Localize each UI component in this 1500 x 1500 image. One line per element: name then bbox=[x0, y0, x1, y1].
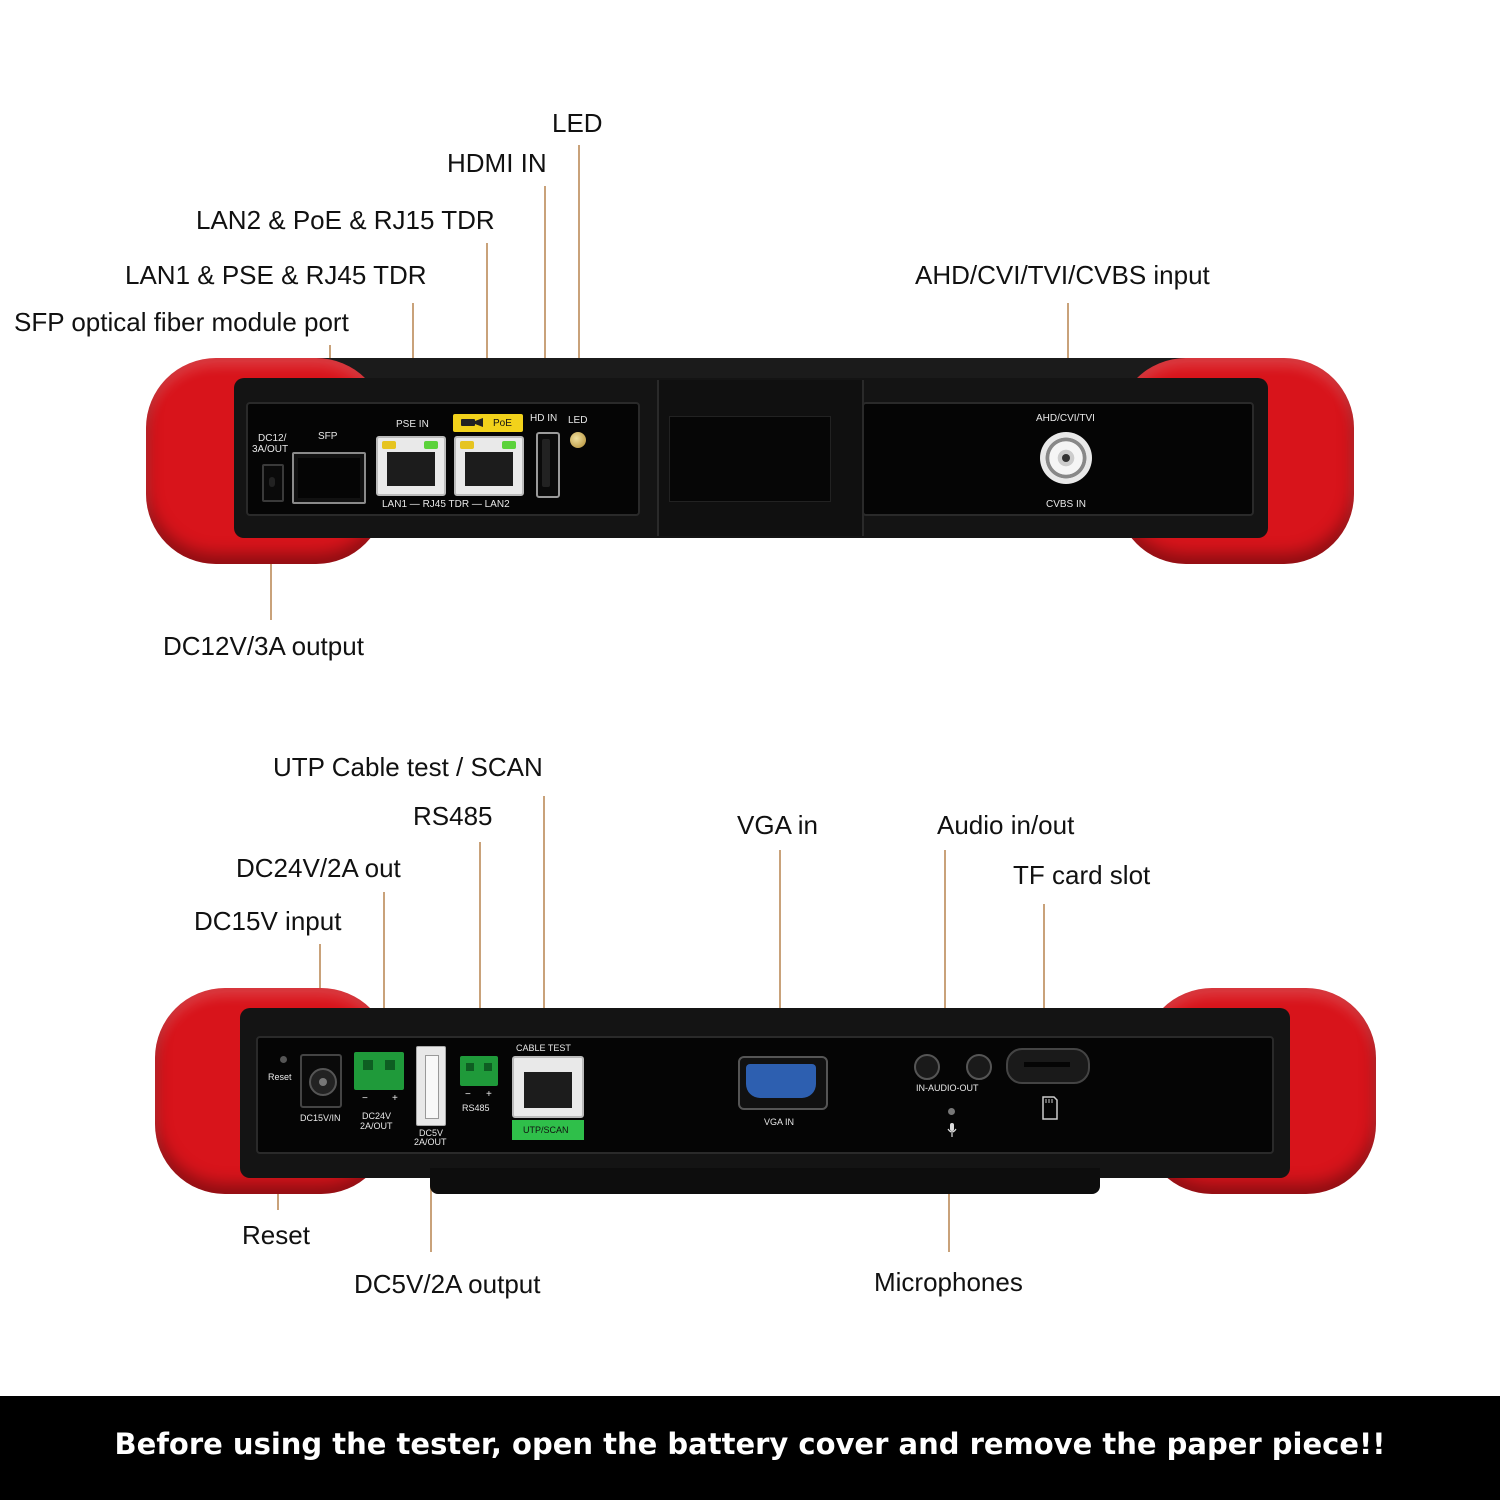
label-rj45-tdr: LAN1 — RJ45 TDR — LAN2 bbox=[382, 499, 510, 510]
bnc-connector bbox=[1040, 432, 1092, 484]
poe-camera-icon bbox=[461, 418, 483, 427]
top-left-io-panel: DC12/ 3A/OUT SFP PSE IN PoE LAN1 — RJ bbox=[246, 402, 640, 516]
label-led: LED bbox=[568, 415, 588, 426]
lan2-port bbox=[454, 436, 524, 496]
leader-vga bbox=[779, 850, 781, 1030]
label-in-audio-out: IN-AUDIO-OUT bbox=[916, 1083, 979, 1093]
dc12-output-jack bbox=[262, 464, 284, 502]
label-reset: Reset bbox=[268, 1072, 292, 1082]
microphone-icon bbox=[947, 1123, 957, 1137]
label-rs485: RS485 bbox=[462, 1103, 490, 1113]
callout-lan2: LAN2 & PoE & RJ15 TDR bbox=[196, 205, 495, 235]
label-dc24v-line2: 2A/OUT bbox=[360, 1121, 393, 1131]
poe-badge-label: PoE bbox=[493, 418, 512, 429]
callout-led: LED bbox=[552, 108, 603, 138]
callout-dc24-out: DC24V/2A out bbox=[236, 853, 401, 883]
top-right-av-panel: AHD/CVI/TVI CVBS IN bbox=[862, 402, 1254, 516]
vga-port bbox=[738, 1056, 828, 1110]
label-dc5v-line1: DC5V bbox=[419, 1128, 444, 1138]
warning-banner-text: Before using the tester, open the batter… bbox=[114, 1427, 1386, 1461]
leader-rs485 bbox=[479, 842, 481, 1030]
leader-dc24 bbox=[383, 892, 385, 1030]
audio-out-jack bbox=[966, 1054, 992, 1080]
lan1-port bbox=[376, 436, 446, 496]
callout-dc5-output: DC5V/2A output bbox=[354, 1269, 541, 1299]
tf-card-slot bbox=[1006, 1048, 1090, 1084]
leader-utp bbox=[543, 796, 545, 1030]
dc24-plus: + bbox=[392, 1093, 398, 1104]
microphone-hole bbox=[948, 1108, 955, 1115]
callout-sfp: SFP optical fiber module port bbox=[14, 307, 349, 337]
utp-scan-badge-label: UTP/SCAN bbox=[523, 1125, 569, 1135]
label-dc12-line1: DC12/ bbox=[258, 433, 287, 444]
label-hd-in: HD IN bbox=[530, 413, 558, 424]
callout-microphones: Microphones bbox=[874, 1267, 1023, 1297]
callout-utp-scan: UTP Cable test / SCAN bbox=[273, 752, 543, 782]
utp-scan-port bbox=[512, 1056, 584, 1118]
callout-dc12-output: DC12V/3A output bbox=[163, 631, 364, 661]
leader-dc12 bbox=[270, 518, 272, 620]
reset-hole bbox=[280, 1056, 287, 1063]
rs485-plus: + bbox=[486, 1089, 492, 1100]
label-ahd-cvi-tvi: AHD/CVI/TVI bbox=[1036, 413, 1095, 424]
rs485-terminal-block bbox=[460, 1056, 498, 1086]
label-vga-in: VGA IN bbox=[764, 1117, 795, 1127]
leader-audio bbox=[944, 850, 946, 1030]
dc15-input-jack bbox=[300, 1054, 342, 1108]
dc24-minus: − bbox=[362, 1093, 368, 1104]
callout-audio: Audio in/out bbox=[937, 810, 1075, 840]
dc24-terminal-block bbox=[354, 1052, 404, 1090]
label-dc12-line2: 3A/OUT bbox=[252, 444, 289, 455]
bottom-device-rail bbox=[430, 1168, 1100, 1194]
label-pse-in: PSE IN bbox=[396, 419, 429, 430]
label-dc24v-line1: DC24V bbox=[362, 1111, 392, 1121]
leader-hdmi bbox=[544, 186, 546, 436]
sfp-port bbox=[292, 452, 366, 504]
leader-ahd bbox=[1067, 303, 1069, 405]
warning-banner bbox=[0, 1396, 1500, 1500]
label-dc5v-line2: 2A/OUT bbox=[414, 1137, 447, 1147]
sd-card-icon bbox=[1042, 1096, 1058, 1120]
callout-hdmi-in: HDMI IN bbox=[447, 148, 547, 178]
leader-dc15 bbox=[319, 944, 321, 1030]
label-cvbs-in: CVBS IN bbox=[1046, 499, 1087, 510]
dc5-usb-port bbox=[416, 1046, 446, 1126]
leader-dc5 bbox=[430, 1146, 432, 1252]
utp-scan-badge: UTP/SCAN bbox=[512, 1120, 584, 1140]
poe-badge: PoE bbox=[453, 414, 523, 432]
label-sfp: SFP bbox=[318, 431, 338, 442]
callout-ahd-input: AHD/CVI/TVI/CVBS input bbox=[915, 260, 1210, 290]
callout-vga-in: VGA in bbox=[737, 810, 818, 840]
audio-in-jack bbox=[914, 1054, 940, 1080]
callout-rs485: RS485 bbox=[413, 801, 493, 831]
callout-tf-card: TF card slot bbox=[1013, 860, 1151, 890]
callout-reset: Reset bbox=[242, 1220, 310, 1250]
leader-lan2 bbox=[486, 243, 488, 401]
callout-dc15-input: DC15V input bbox=[194, 906, 342, 936]
label-cable-test: CABLE TEST bbox=[516, 1043, 571, 1053]
leader-led bbox=[578, 145, 580, 435]
hdmi-port bbox=[536, 432, 560, 498]
rs485-minus: − bbox=[465, 1089, 471, 1100]
leader-mic bbox=[948, 1148, 950, 1252]
status-led bbox=[570, 432, 586, 448]
battery-cover bbox=[657, 380, 864, 536]
leader-tf bbox=[1043, 904, 1045, 1030]
label-dc15v-in: DC15V/IN bbox=[300, 1113, 341, 1123]
callout-lan1: LAN1 & PSE & RJ45 TDR bbox=[125, 260, 427, 290]
leader-lan1 bbox=[412, 303, 414, 401]
bottom-io-panel: Reset DC15V/IN − + DC24V 2A/OUT DC5V 2A/… bbox=[256, 1036, 1274, 1154]
